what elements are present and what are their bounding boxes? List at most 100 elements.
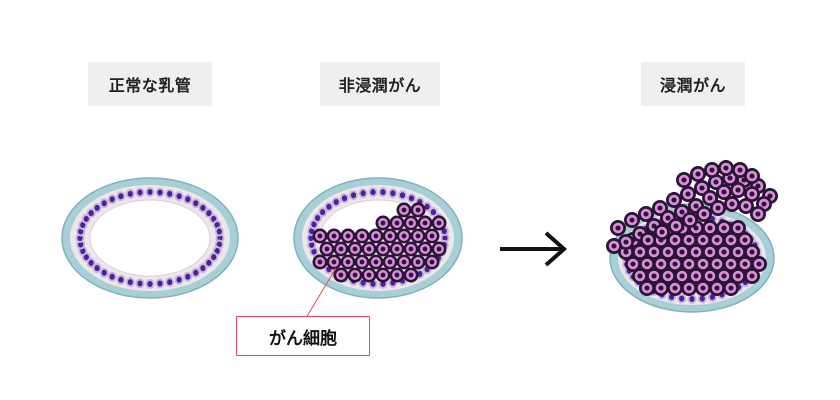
cancer-cell-nucleus (693, 225, 699, 231)
nucleus (217, 235, 223, 241)
nucleus (308, 235, 314, 241)
cancer-cell-nucleus (615, 225, 621, 231)
nucleus (206, 259, 212, 266)
nucleus (200, 204, 206, 211)
cancer-cell-nucleus (408, 246, 414, 252)
cancer-cell-callout: がん細胞 (236, 316, 370, 356)
nucleus (88, 210, 94, 217)
nucleus (77, 235, 83, 241)
cancer-cell-nucleus (695, 171, 701, 177)
cancer-cell-nucleus (686, 237, 692, 243)
cancer-cell-nucleus (749, 273, 755, 279)
cancer-cell-nucleus (658, 285, 664, 291)
cancer-cell-nucleus (707, 195, 713, 201)
nucleus (185, 273, 191, 280)
cancer-cell-nucleus (401, 233, 407, 239)
cancer-cell-nucleus (637, 231, 643, 237)
cancer-cell-nucleus (380, 220, 386, 226)
nucleus (441, 228, 447, 235)
cancer-cell-nucleus (679, 249, 685, 255)
cancer-cell-nucleus (415, 259, 421, 265)
nucleus (689, 296, 695, 302)
nucleus (333, 199, 339, 205)
cancer-cell-nucleus (629, 217, 635, 223)
nucleus (157, 280, 163, 287)
cancer-cell-nucleus (735, 273, 741, 279)
nucleus (320, 209, 326, 216)
cancer-cell-nucleus (742, 261, 748, 267)
nucleus (176, 193, 182, 200)
cancer-cell-nucleus (394, 246, 400, 252)
cancer-cell-nucleus (749, 249, 755, 255)
cancer-cell-nucleus (651, 273, 657, 279)
cancer-cell-nucleus (658, 261, 664, 267)
cancer-cell-nucleus (644, 261, 650, 267)
cancer-cell-nucleus (714, 285, 720, 291)
cancer-cell-nucleus (359, 233, 365, 239)
non-invasive-duct (293, 177, 463, 299)
nucleus (101, 269, 107, 276)
progression-arrow-icon (500, 231, 568, 267)
cancer-cell-nucleus (345, 233, 351, 239)
nucleus (211, 254, 217, 261)
cancer-cell-nucleus (380, 246, 386, 252)
cancer-cell-nucleus (687, 217, 693, 223)
nucleus (380, 189, 386, 196)
cancer-cell-nucleus (637, 273, 643, 279)
nucleus (127, 190, 133, 197)
cancer-cell-nucleus (756, 261, 762, 267)
nucleus (417, 271, 423, 277)
nucleus (399, 192, 406, 199)
cancer-cell-nucleus (352, 246, 358, 252)
nucleus (185, 196, 191, 203)
normal-duct-label: 正常な乳管 (88, 62, 212, 106)
cancer-cell-nucleus (429, 233, 435, 239)
nucleus (216, 241, 222, 248)
cancer-cell-nucleus (359, 259, 365, 265)
cancer-cell-nucleus (709, 167, 715, 173)
cancer-cell-nucleus (693, 273, 699, 279)
cancer-cell-nucleus (686, 261, 692, 267)
cancer-cell-nucleus (743, 203, 749, 209)
nucleus (370, 189, 376, 196)
nucleus (390, 190, 396, 197)
nucleus (360, 279, 366, 286)
nucleus (709, 294, 716, 300)
nucleus (380, 280, 386, 287)
cancer-cell-nucleus (707, 273, 713, 279)
nucleus (360, 190, 366, 197)
nucleus (216, 228, 222, 235)
nucleus (309, 241, 315, 248)
nucleus (424, 203, 430, 210)
cancer-cell-nucleus (345, 259, 351, 265)
cancer-cell-nucleus (701, 211, 707, 217)
cancer-cell-nucleus (436, 246, 442, 252)
nucleus (147, 281, 153, 287)
cancer-cell-nucleus (401, 259, 407, 265)
cancer-cell-nucleus (436, 220, 442, 226)
cancer-cell-nucleus (401, 207, 407, 213)
cancer-cell-nucleus (373, 233, 379, 239)
nucleus (311, 221, 317, 228)
cancer-cell-nucleus (645, 237, 651, 243)
cancer-cell-nucleus (713, 179, 719, 185)
cancer-cell-nucleus (715, 205, 721, 211)
cancer-cell-nucleus (672, 237, 678, 243)
nucleus (193, 200, 199, 207)
cancer-cell-nucleus (422, 220, 428, 226)
cancer-cell-nucleus (672, 285, 678, 291)
nucleus (408, 195, 415, 202)
cancer-cell-nucleus (324, 246, 330, 252)
cancer-cell-nucleus (644, 285, 650, 291)
non-invasive-cancer-cells (312, 202, 447, 283)
cancer-cell-nucleus (735, 249, 741, 255)
cancer-cell-nucleus (721, 249, 727, 255)
cancer-cell-nucleus (707, 225, 713, 231)
cancer-cell-nucleus (630, 261, 636, 267)
nucleus (83, 215, 89, 222)
cancer-cell-nucleus (728, 285, 734, 291)
cancer-cell-nucleus (723, 165, 729, 171)
cancer-cell-nucleus (380, 272, 386, 278)
cancer-cell-nucleus (651, 249, 657, 255)
cancer-cell-nucleus (707, 249, 713, 255)
